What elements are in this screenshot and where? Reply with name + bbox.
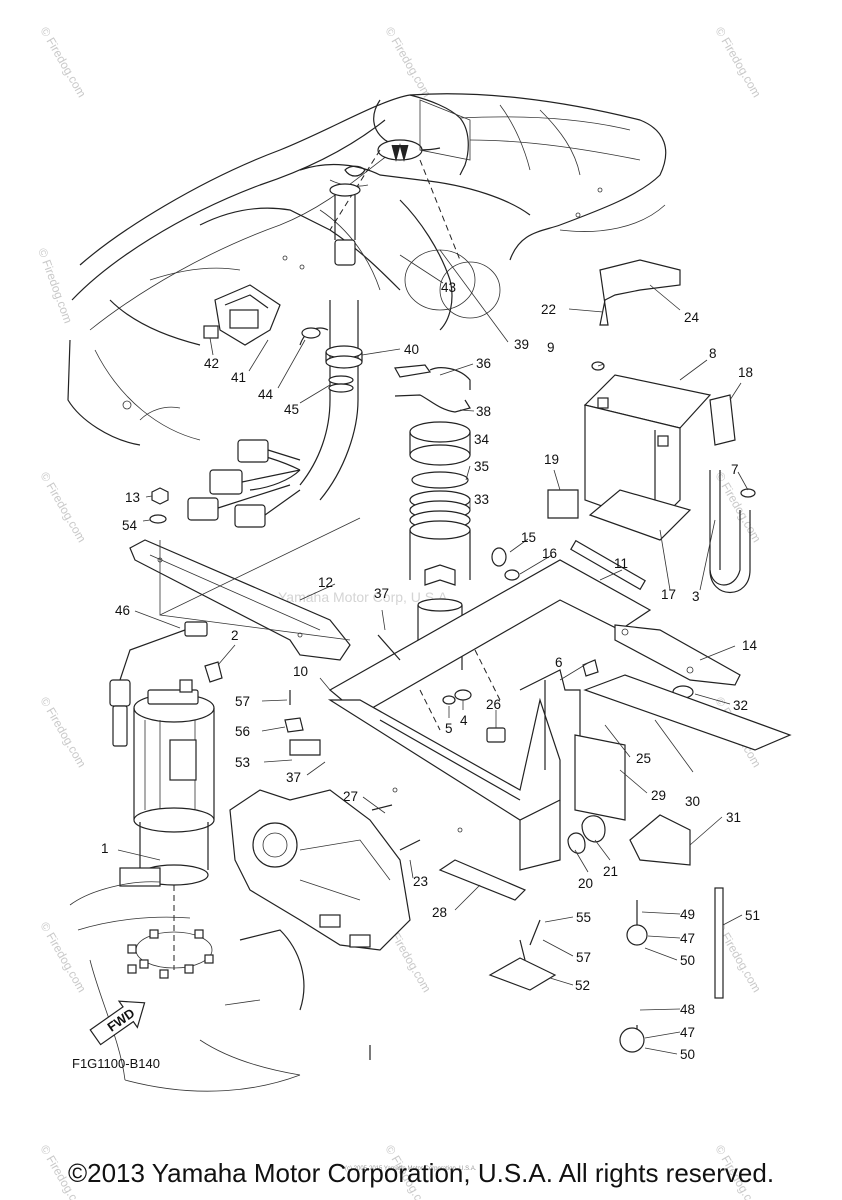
callout-50-top: 50 — [680, 953, 695, 968]
callout-19: 19 — [544, 452, 559, 467]
firedog-watermarks: © Firedog.com © Firedog.com © Firedog.co… — [35, 25, 764, 1200]
fwd-arrow-icon: FWD — [89, 1000, 146, 1046]
callout-45: 45 — [284, 402, 299, 417]
callout-26: 26 — [486, 697, 501, 712]
callout-49: 49 — [680, 907, 695, 922]
callout-53: 53 — [235, 755, 250, 770]
callout-8: 8 — [709, 346, 717, 361]
callout-30: 30 — [685, 794, 700, 809]
callout-52: 52 — [575, 978, 590, 993]
callout-44: 44 — [258, 387, 274, 402]
center-watermark: Yamaha Motor Corp, U.S.A. — [278, 589, 451, 605]
tiny-copyright: (c) 2005-2015 Yamaha Motor Corporation, … — [345, 1166, 477, 1172]
callout-27: 27 — [343, 789, 358, 804]
callout-2: 2 — [231, 628, 239, 643]
callout-43: 43 — [441, 280, 456, 295]
callout-38: 38 — [476, 404, 491, 419]
callout-46: 46 — [115, 603, 130, 618]
callout-14: 14 — [742, 638, 758, 653]
vent-hose — [709, 470, 756, 594]
straps-36-38 — [394, 364, 471, 413]
nut-and-washer — [149, 487, 169, 524]
wiring-harness — [187, 439, 301, 528]
small-parts — [284, 547, 606, 854]
callout-40: 40 — [404, 342, 419, 357]
fuel-tank-filler — [409, 421, 471, 670]
callout-5: 5 — [445, 721, 453, 736]
callout-51: 51 — [745, 908, 760, 923]
diagram-code: F1G1100-B140 — [72, 1056, 160, 1071]
callout-47-bottom: 47 — [680, 1025, 695, 1040]
callout-36: 36 — [476, 356, 491, 371]
watermark-text: © Firedog.com — [382, 25, 434, 100]
callout-55: 55 — [576, 910, 591, 925]
watermark-text: © Firedog.com — [37, 695, 89, 770]
watermark-text: © Firedog.com — [712, 25, 764, 100]
callout-15: 15 — [521, 530, 536, 545]
callout-33: 33 — [474, 492, 489, 507]
sensor-46 — [109, 621, 223, 747]
callout-6: 6 — [555, 655, 563, 670]
callout-25: 25 — [636, 751, 651, 766]
leader-lines — [117, 249, 749, 1055]
callout-17: 17 — [661, 587, 676, 602]
callout-37-bottom: 37 — [286, 770, 301, 785]
hull-outline — [67, 93, 667, 446]
callout-3: 3 — [692, 589, 700, 604]
callout-37-top: 37 — [374, 586, 389, 601]
callout-57-bottom: 57 — [576, 950, 591, 965]
callout-10: 10 — [293, 664, 308, 679]
seat-bracket — [203, 284, 321, 346]
callout-42: 42 — [204, 356, 219, 371]
callout-9: 9 — [547, 340, 555, 355]
callout-labels: 1 2 3 4 5 6 7 8 9 10 11 12 13 14 15 16 1… — [101, 280, 760, 1062]
callout-1: 1 — [101, 841, 109, 856]
callout-23: 23 — [413, 874, 428, 889]
copyright-footer: ©2013 Yamaha Motor Corporation, U.S.A. A… — [67, 1158, 775, 1188]
callout-21: 21 — [603, 864, 618, 879]
watermark-text: © Firedog.com — [35, 246, 75, 325]
callout-34: 34 — [474, 432, 490, 447]
callout-56: 56 — [235, 724, 250, 739]
callout-29: 29 — [651, 788, 666, 803]
battery — [547, 259, 736, 541]
callout-54: 54 — [122, 518, 138, 533]
callout-57-top: 57 — [235, 694, 250, 709]
callout-47-top: 47 — [680, 931, 695, 946]
callout-18: 18 — [738, 365, 753, 380]
fuel-pump — [119, 679, 215, 970]
callout-32: 32 — [733, 698, 748, 713]
callout-35: 35 — [474, 459, 489, 474]
filler-hose — [299, 183, 363, 501]
callout-22: 22 — [541, 302, 556, 317]
callout-50-bottom: 50 — [680, 1047, 695, 1062]
pads — [438, 674, 792, 901]
watermark-text: © Firedog.com — [37, 25, 89, 100]
watermark-text: © Firedog.com — [37, 920, 89, 995]
callout-4: 4 — [460, 713, 468, 728]
callout-13: 13 — [125, 490, 140, 505]
callout-41: 41 — [231, 370, 246, 385]
callout-12: 12 — [318, 575, 333, 590]
callout-31: 31 — [726, 810, 741, 825]
main-frame — [327, 539, 652, 871]
callout-28: 28 — [432, 905, 447, 920]
bracket-12 — [129, 517, 361, 661]
callout-20: 20 — [578, 876, 593, 891]
clamps — [488, 887, 724, 1053]
callout-24: 24 — [684, 310, 700, 325]
engine-block — [229, 789, 411, 1060]
callout-16: 16 — [542, 546, 557, 561]
watermark-text: © Firedog.com — [37, 470, 89, 545]
callout-39: 39 — [514, 337, 529, 352]
callout-11: 11 — [614, 556, 628, 571]
callout-48: 48 — [680, 1002, 695, 1017]
callout-7: 7 — [731, 462, 739, 477]
bolt-set — [127, 929, 214, 979]
